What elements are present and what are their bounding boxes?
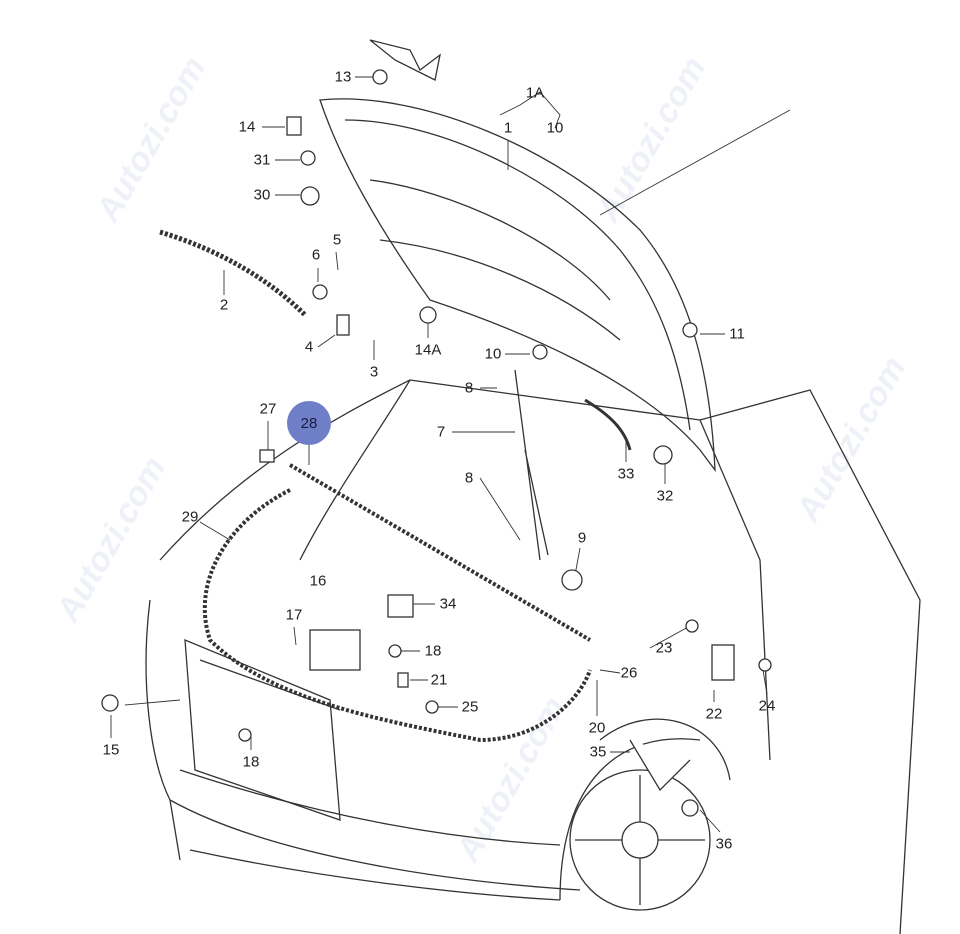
callout-4[interactable]: 4 xyxy=(304,338,314,356)
leader-lines xyxy=(110,76,791,833)
bumper xyxy=(179,769,561,901)
callout-35[interactable]: 35 xyxy=(589,743,607,761)
callout-24[interactable]: 24 xyxy=(758,697,776,715)
callout-31[interactable]: 31 xyxy=(253,151,271,169)
callout-1a[interactable]: 1A xyxy=(525,84,545,102)
wheel-spokes xyxy=(575,775,705,905)
callout-36[interactable]: 36 xyxy=(715,835,733,853)
callout-25[interactable]: 25 xyxy=(461,698,479,716)
callout-14a[interactable]: 14A xyxy=(414,341,442,359)
callout-23[interactable]: 23 xyxy=(655,639,673,657)
callout-33[interactable]: 33 xyxy=(617,465,635,483)
callout-18b[interactable]: 18 xyxy=(242,753,260,771)
callout-34[interactable]: 34 xyxy=(439,595,457,613)
callout-1[interactable]: 1 xyxy=(503,119,513,137)
callout-29[interactable]: 29 xyxy=(181,508,199,526)
cable-33 xyxy=(584,398,632,451)
callout-7[interactable]: 7 xyxy=(436,423,446,441)
car-body xyxy=(145,379,921,934)
callout-22[interactable]: 22 xyxy=(705,705,723,723)
callout-13[interactable]: 13 xyxy=(334,68,352,86)
hood-inner xyxy=(344,119,691,431)
callout-10b[interactable]: 10 xyxy=(484,345,502,363)
callout-26[interactable]: 26 xyxy=(620,664,638,682)
callout-20[interactable]: 20 xyxy=(588,719,606,737)
callout-32[interactable]: 32 xyxy=(656,487,674,505)
callout-30[interactable]: 30 xyxy=(253,186,271,204)
wheel xyxy=(569,769,711,911)
callout-10[interactable]: 10 xyxy=(546,119,564,137)
callout-9[interactable]: 9 xyxy=(577,529,587,547)
hood xyxy=(319,98,716,473)
callout-11[interactable]: 11 xyxy=(729,325,745,343)
fender xyxy=(559,738,701,901)
callout-3[interactable]: 3 xyxy=(369,363,379,381)
callout-5[interactable]: 5 xyxy=(332,231,342,249)
seal-28 xyxy=(288,463,592,642)
callout-17[interactable]: 17 xyxy=(285,606,303,624)
callout-27[interactable]: 27 xyxy=(259,400,277,418)
callout-21[interactable]: 21 xyxy=(430,671,448,689)
callout-6[interactable]: 6 xyxy=(311,246,321,264)
radiator xyxy=(184,638,341,821)
callout-8b[interactable]: 8 xyxy=(464,469,474,487)
callout-28-highlighted[interactable]: 28 xyxy=(287,401,331,445)
callout-2[interactable]: 2 xyxy=(219,296,229,314)
callout-16[interactable]: 16 xyxy=(309,572,327,590)
seal-2 xyxy=(159,229,307,317)
callout-8[interactable]: 8 xyxy=(464,379,474,397)
callout-14[interactable]: 14 xyxy=(238,118,256,136)
callout-15[interactable]: 15 xyxy=(102,741,120,759)
small-parts xyxy=(101,39,772,817)
gas-strut xyxy=(514,369,549,561)
callout-18[interactable]: 18 xyxy=(424,642,442,660)
wheel-hub xyxy=(621,821,659,859)
seal-29 xyxy=(202,488,592,743)
